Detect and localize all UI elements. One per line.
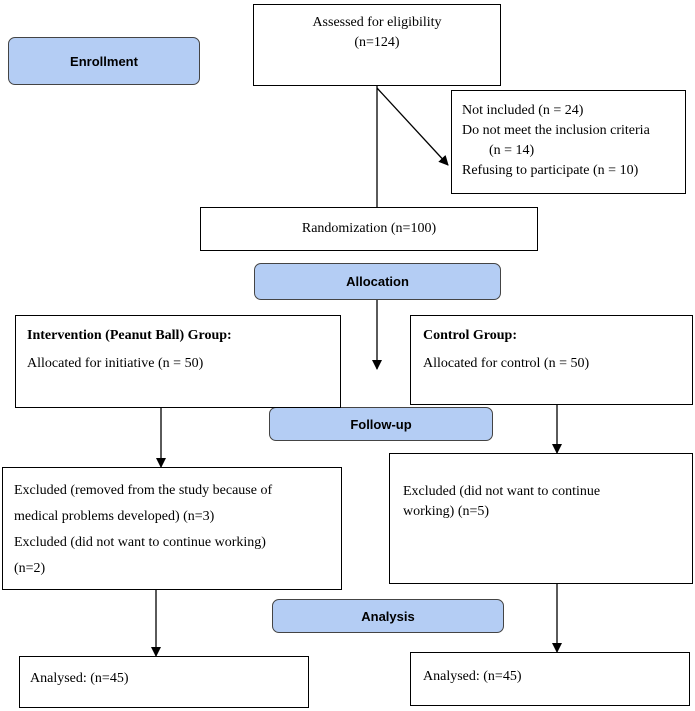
control-excluded-1: Excluded (did not want to continue [403, 484, 601, 499]
intervention-analysed-box: Analysed: (n=45) [19, 656, 309, 708]
intervention-excluded-medical-2: medical problems developed) (n=3) [14, 509, 215, 524]
stage-allocation-label: Allocation [346, 274, 409, 289]
control-analysed: Analysed: (n=45) [423, 669, 522, 684]
control-excluded-box: Excluded (did not want to continue worki… [389, 453, 693, 584]
stage-analysis-label: Analysis [361, 608, 415, 624]
stage-analysis: Analysis [272, 599, 504, 633]
stage-follow-up: Follow-up [269, 407, 493, 441]
stage-enrollment: Enrollment [8, 37, 200, 85]
not-included-refusing: Refusing to participate (n = 10) [462, 163, 639, 178]
intervention-excluded-medical-1: Excluded (removed from the study because… [14, 483, 273, 498]
intervention-allocated: Allocated for initiative (n = 50) [27, 356, 204, 371]
control-allocation-box: Control Group: Allocated for control (n … [410, 315, 693, 405]
assessed-count: (n=124) [354, 35, 400, 50]
randomization-label: Randomization (n=100) [301, 221, 437, 236]
control-heading: Control Group: [423, 328, 517, 343]
stage-follow-up-label: Follow-up [350, 416, 412, 432]
not-included-criteria: Do not meet the inclusion criteria [462, 123, 650, 138]
assessed-title: Assessed for eligibility [312, 15, 442, 30]
intervention-excluded-working-1: Excluded (did not want to continue worki… [14, 535, 266, 550]
not-included-box: Not included (n = 24) Do not meet the in… [451, 90, 686, 194]
intervention-analysed: Analysed: (n=45) [30, 671, 129, 686]
assessed-box: Assessed for eligibility (n=124) [253, 4, 501, 86]
intervention-allocation-box: Intervention (Peanut Ball) Group: Alloca… [15, 315, 341, 408]
control-allocated: Allocated for control (n = 50) [423, 356, 590, 371]
not-included-total: Not included (n = 24) [462, 103, 584, 118]
not-included-criteria-count: (n = 14) [489, 143, 535, 158]
arrow-to-not-included [376, 87, 449, 166]
intervention-heading: Intervention (Peanut Ball) Group: [27, 328, 232, 343]
stage-enrollment-label: Enrollment [70, 53, 138, 69]
control-excluded-2: working) (n=5) [403, 504, 490, 519]
control-analysed-box: Analysed: (n=45) [410, 652, 690, 706]
randomization-box: Randomization (n=100) [200, 207, 538, 251]
intervention-excluded-working-2: (n=2) [14, 561, 46, 576]
intervention-excluded-box: Excluded (removed from the study because… [2, 467, 342, 590]
stage-allocation: Allocation [254, 263, 501, 300]
